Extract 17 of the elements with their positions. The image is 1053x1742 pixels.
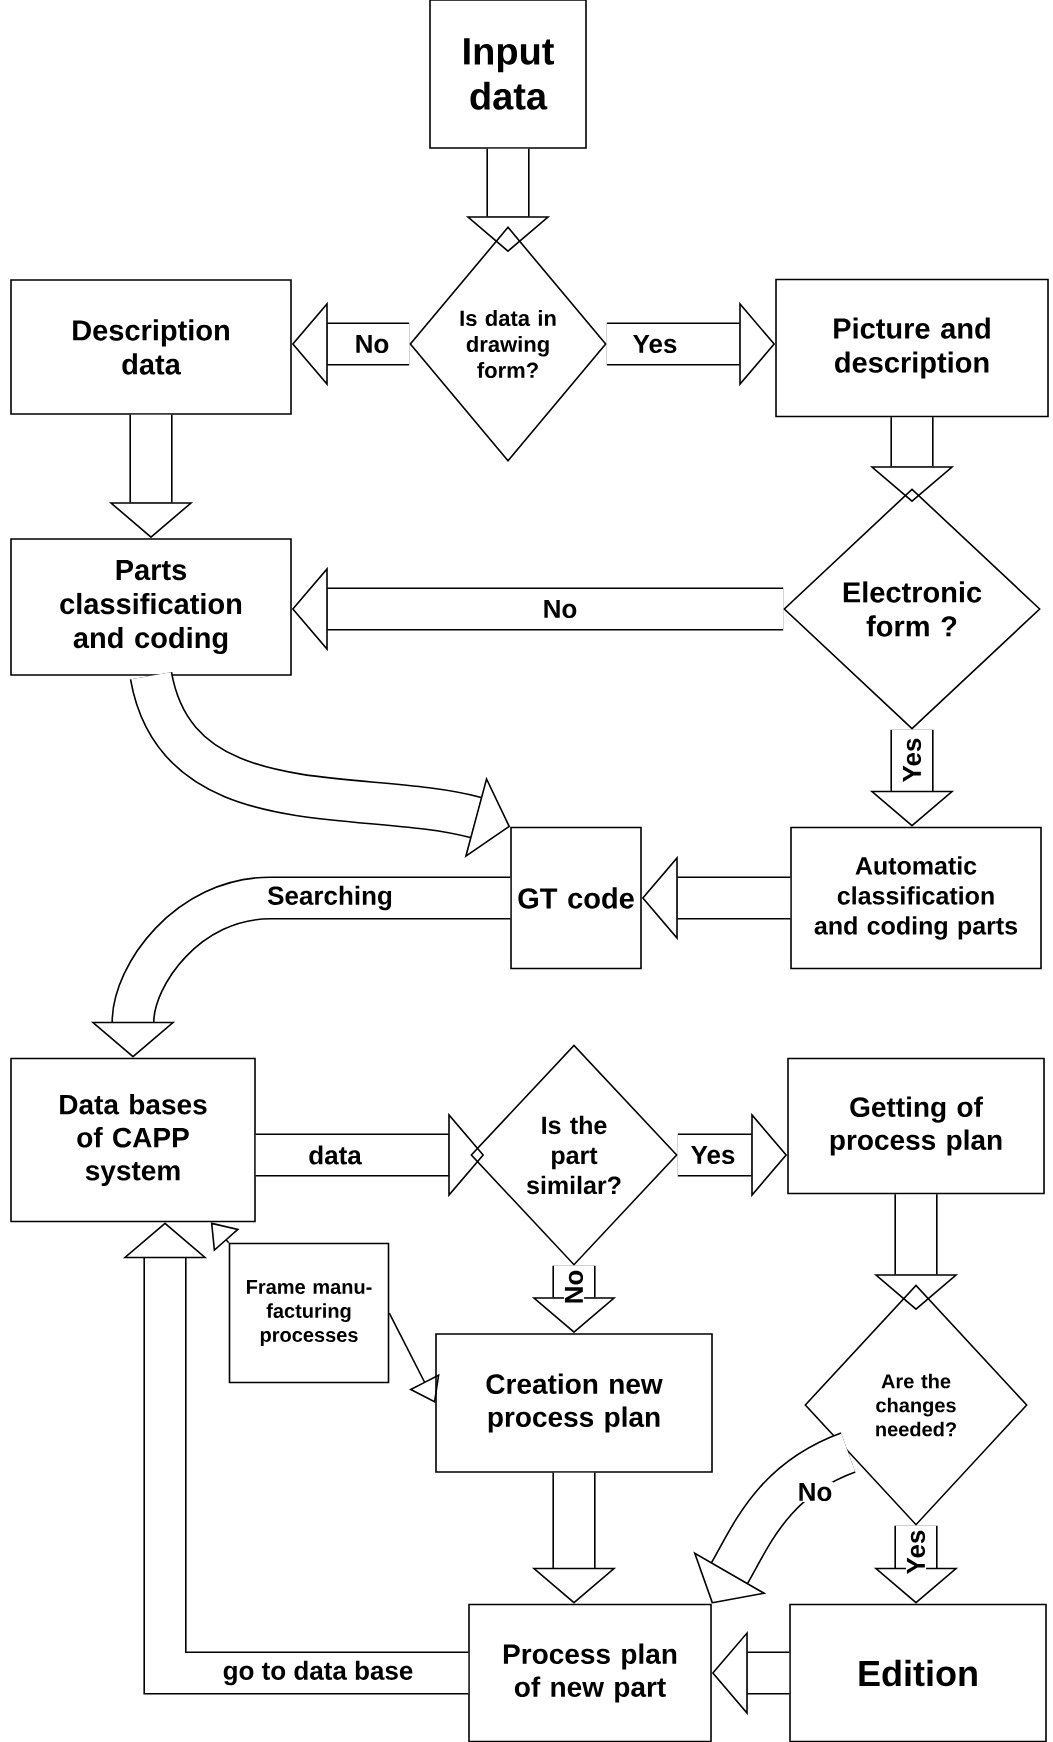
process-box: Edition — [789, 1603, 1047, 1742]
process-box: Getting of process plan — [787, 1057, 1045, 1195]
process-box: Data bases of CAPP system — [10, 1057, 256, 1223]
process-box: Picture and description — [775, 278, 1049, 418]
process-box: Creation new process plan — [435, 1333, 713, 1473]
process-box: GT code — [510, 826, 642, 970]
edge-label: Searching — [266, 884, 394, 912]
block-arrow — [122, 1222, 469, 1695]
process-box: Parts classification and coding — [10, 538, 292, 676]
block-arrow — [388, 1312, 440, 1403]
edge-label: data — [307, 1144, 363, 1166]
process-box: Automatic classification and coding parts — [790, 826, 1042, 970]
process-box: Process plan of new part — [468, 1603, 712, 1742]
process-box: Description data — [10, 279, 292, 415]
process-box: Frame manu-facturing processes — [228, 1242, 390, 1384]
edge-label: go to data base — [221, 1659, 415, 1687]
process-box: Input data — [429, 0, 587, 149]
